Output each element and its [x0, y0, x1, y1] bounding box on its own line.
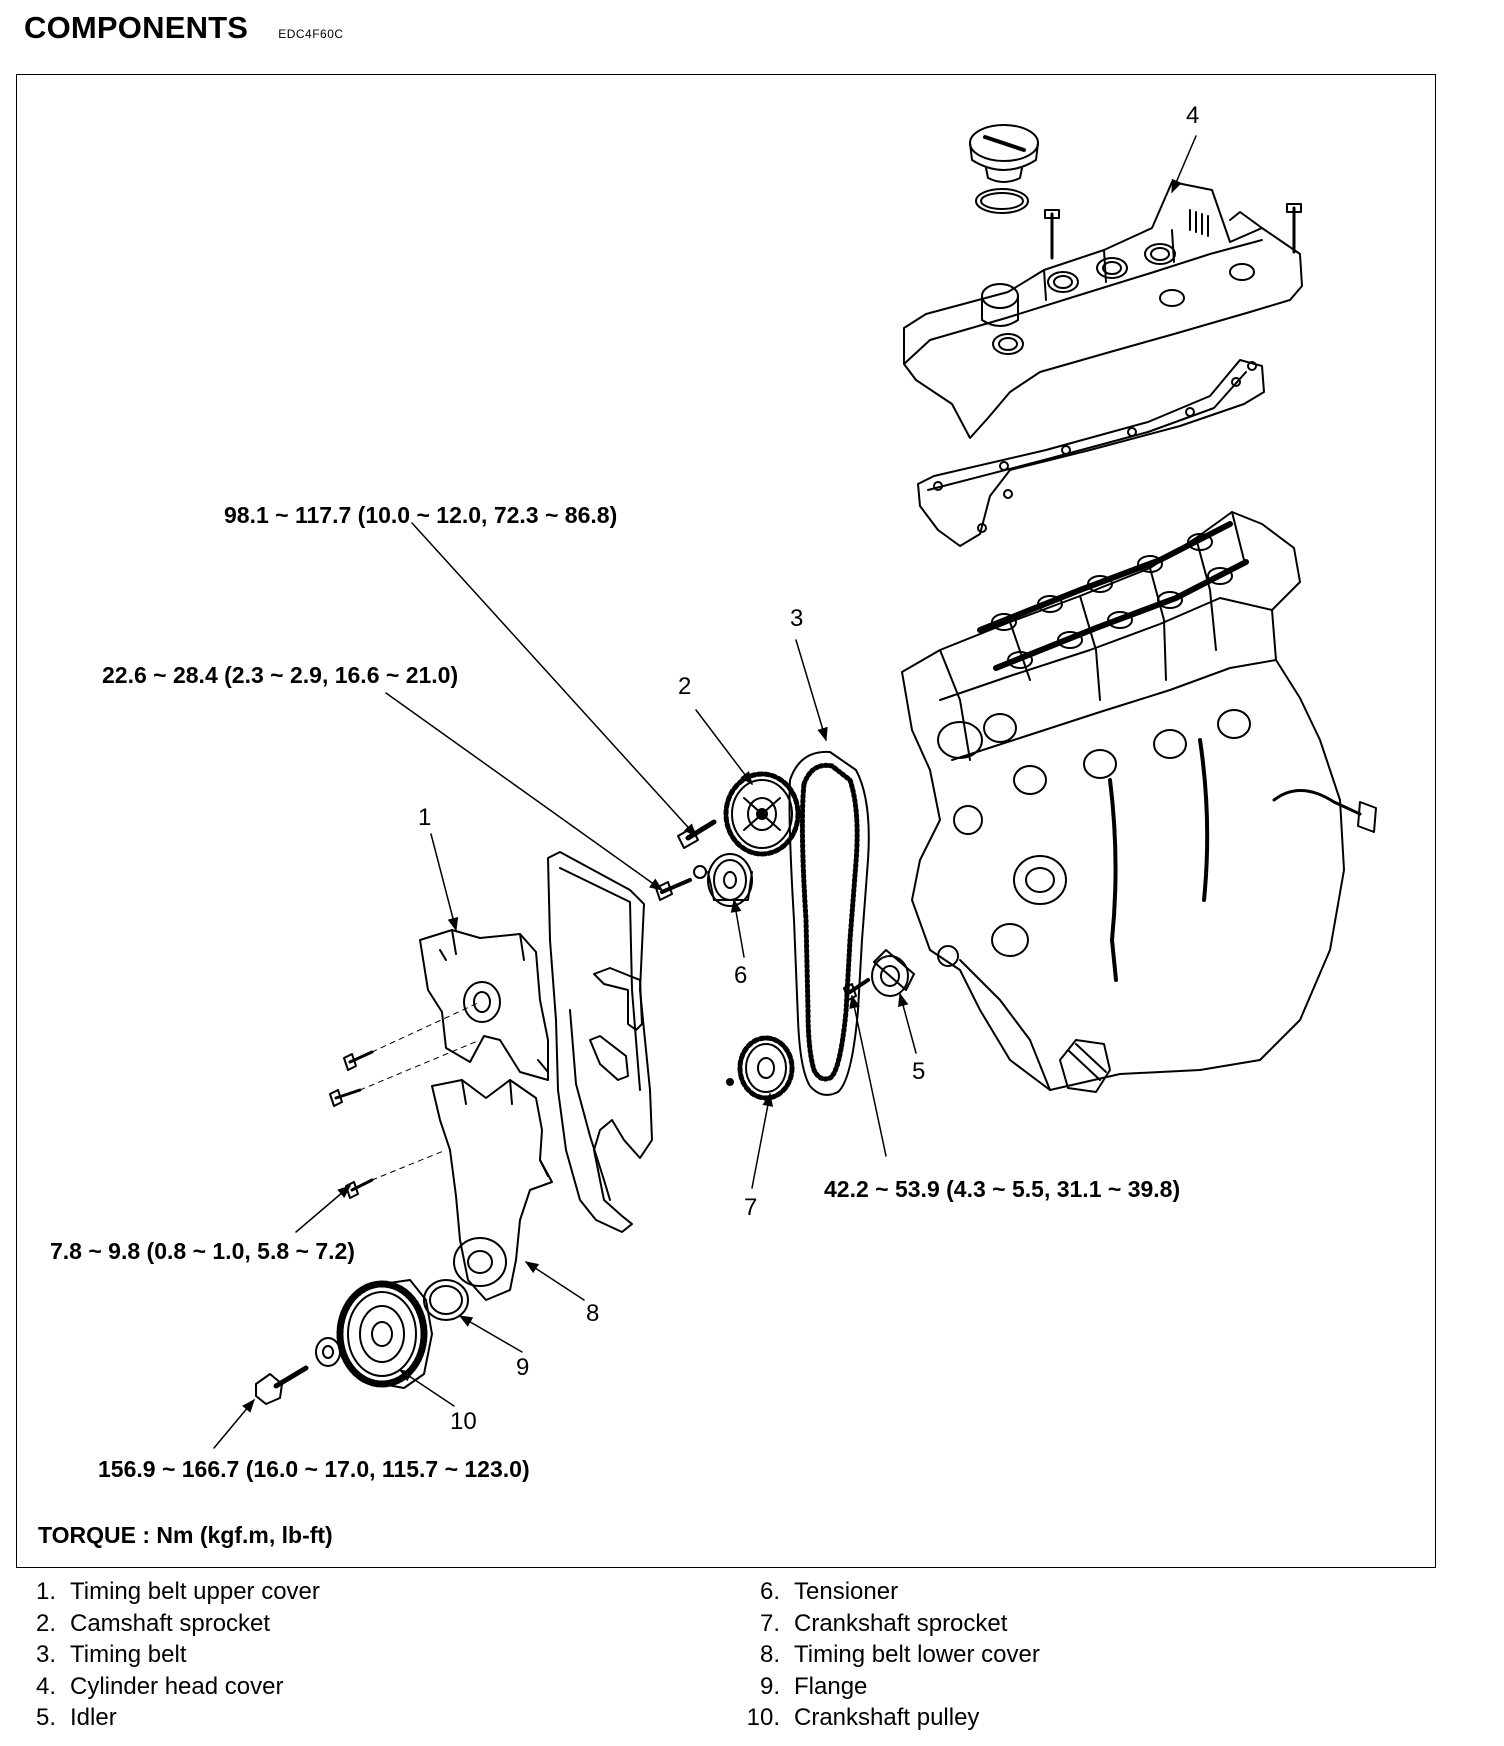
camshaft-sprocket: [723, 771, 801, 857]
cover-bolts: [329, 1001, 481, 1199]
callout-5: 5: [912, 1058, 926, 1085]
legend-item: 6.Tensioner: [759, 1578, 899, 1605]
page-title: COMPONENTS: [24, 10, 249, 45]
timing-belt-lower-cover: [431, 1079, 553, 1301]
torque-idler-bolt: 42.2 ~ 53.9 (4.3 ~ 5.5, 31.1 ~ 39.8): [824, 1176, 1181, 1202]
legend-item: 1.Timing belt upper cover: [35, 1578, 320, 1605]
callout-6: 6: [734, 962, 748, 989]
idler: [843, 949, 915, 1001]
callout-2: 2: [678, 673, 692, 700]
parts-legend-right: 6.Tensioner 7.Crankshaft sprocket 8.Timi…: [732, 1576, 1040, 1734]
oil-filler-cap: [969, 124, 1039, 214]
header: COMPONENTS EDC4F60C: [24, 10, 344, 46]
torque-cover-bolt: 7.8 ~ 9.8 (0.8 ~ 1.0, 5.8 ~ 7.2): [50, 1238, 355, 1264]
legend-item: 8.Timing belt lower cover: [759, 1641, 1040, 1668]
crankshaft-pulley: [336, 1279, 433, 1389]
legend-item: 7.Crankshaft sprocket: [759, 1609, 1008, 1637]
callout-1: 1: [418, 804, 432, 831]
legend-item: 2.Camshaft sprocket: [35, 1609, 271, 1637]
head-cover-gasket: [917, 359, 1265, 547]
cover-seals: [547, 851, 653, 1233]
torque-camshaft-bolt: 98.1 ~ 117.7 (10.0 ~ 12.0, 72.3 ~ 86.8): [224, 502, 618, 528]
camshaft-bolts: [655, 819, 717, 901]
engine-block: [901, 511, 1377, 1093]
document-code: EDC4F60C: [278, 27, 344, 41]
callout-3: 3: [790, 605, 804, 632]
timing-belt: [788, 750, 870, 1096]
callout-10: 10: [450, 1408, 477, 1435]
timing-belt-upper-cover: [419, 929, 549, 1081]
callout-4: 4: [1186, 102, 1200, 129]
torque-tensioner-bolt: 22.6 ~ 28.4 (2.3 ~ 2.9, 16.6 ~ 21.0): [102, 662, 459, 688]
pulley-bolt-washer: [255, 1337, 341, 1405]
legend-item: 4.Cylinder head cover: [35, 1672, 284, 1700]
callout-8: 8: [586, 1300, 600, 1327]
legend-item: 5.Idler: [35, 1704, 117, 1731]
torque-units-note: TORQUE : Nm (kgf.m, lb-ft): [38, 1522, 333, 1548]
torque-pulley-bolt: 156.9 ~ 166.7 (16.0 ~ 17.0, 115.7 ~ 123.…: [98, 1456, 530, 1482]
leader-lines: [213, 135, 1197, 1449]
parts-legend-left: 1.Timing belt upper cover 2.Camshaft spr…: [20, 1576, 320, 1734]
tensioner: [707, 853, 753, 907]
callout-7: 7: [744, 1194, 758, 1221]
crankshaft-sprocket: [726, 1035, 795, 1101]
callout-9: 9: [516, 1354, 530, 1381]
legend-item: 9.Flange: [759, 1672, 868, 1700]
legend-item: 3.Timing belt: [35, 1641, 187, 1668]
legend-item: 10.Crankshaft pulley: [746, 1704, 980, 1731]
cylinder-head-cover: [903, 181, 1303, 439]
flange: [423, 1279, 469, 1321]
diagram-frame: [16, 74, 1436, 1568]
